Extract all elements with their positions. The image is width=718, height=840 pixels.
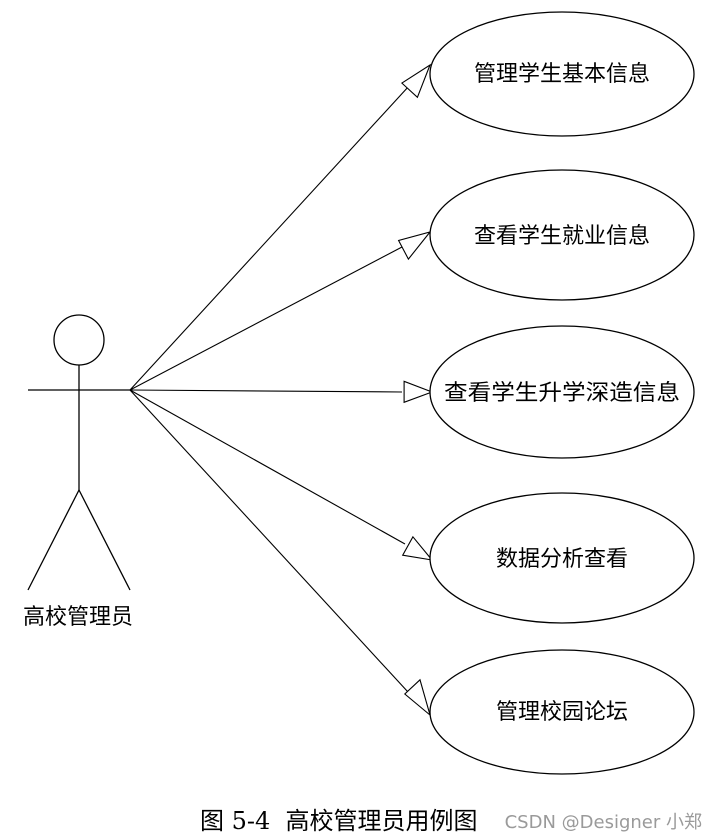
use-cases bbox=[429, 11, 695, 775]
actor-name: 高校管理员 bbox=[23, 605, 133, 630]
association-3 bbox=[129, 380, 434, 404]
actor-figure bbox=[27, 314, 131, 591]
arrowhead-1 bbox=[401, 63, 432, 99]
arrowhead-2 bbox=[397, 231, 432, 261]
use-case-label-1: 管理学生基本信息 bbox=[474, 62, 650, 87]
association-2 bbox=[129, 231, 432, 391]
use-case-ellipse-2 bbox=[429, 169, 695, 301]
watermark: CSDN @Designer 小郑 bbox=[505, 812, 702, 833]
actor-right-leg bbox=[78, 489, 131, 591]
actor-head bbox=[53, 314, 105, 366]
use-case-ellipse-4 bbox=[429, 492, 695, 624]
associations bbox=[129, 63, 434, 717]
use-case-label-2: 查看学生就业信息 bbox=[474, 224, 650, 249]
use-case-ellipse-5 bbox=[429, 649, 695, 775]
use-case-label-5: 管理校园论坛 bbox=[496, 700, 628, 725]
association-5 bbox=[129, 389, 432, 717]
use-case-ellipse-3 bbox=[429, 325, 695, 459]
use-case-label-4: 数据分析查看 bbox=[496, 547, 628, 572]
arrowhead-5 bbox=[403, 678, 432, 717]
arrowhead-4 bbox=[401, 535, 434, 561]
use-case-label-3: 查看学生升学深造信息 bbox=[444, 381, 680, 406]
association-1 bbox=[129, 63, 432, 391]
use-case-ellipse-1 bbox=[429, 11, 695, 137]
arrowhead-3 bbox=[403, 380, 434, 404]
figure-caption: 图 5-4 高校管理员用例图 bbox=[200, 807, 478, 835]
actor-left-leg bbox=[27, 489, 80, 591]
association-4 bbox=[129, 389, 434, 561]
